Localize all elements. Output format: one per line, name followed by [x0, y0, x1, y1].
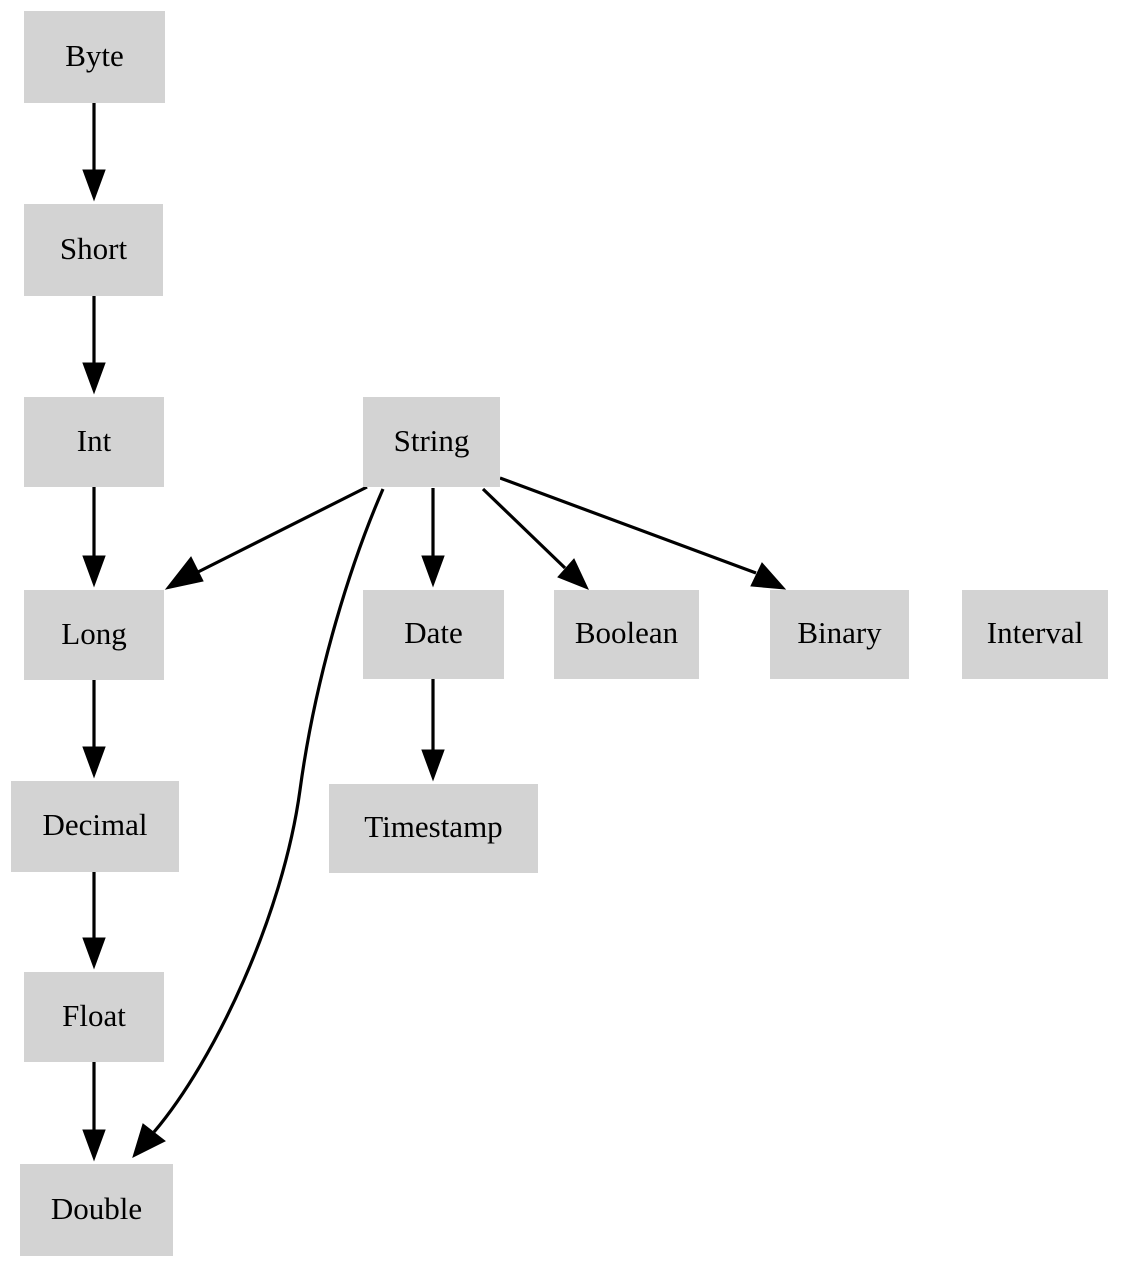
node-box[interactable] — [20, 1164, 173, 1256]
node-label: Int — [77, 423, 112, 458]
edge-int-long — [82, 487, 106, 588]
edge-string-double — [132, 488, 385, 1158]
node-box[interactable] — [363, 590, 504, 679]
arrowhead-icon — [421, 555, 445, 588]
node-binary[interactable]: Binary — [770, 590, 909, 679]
node-interval[interactable]: Interval — [962, 590, 1108, 679]
node-label: Long — [61, 616, 126, 651]
arrowhead-icon — [421, 749, 445, 782]
edge-long-decimal — [82, 680, 106, 779]
node-long[interactable]: Long — [24, 590, 164, 680]
node-short[interactable]: Short — [24, 204, 163, 296]
edge-byte-short — [82, 103, 106, 202]
edge-short-int — [82, 296, 106, 395]
edge-string-binary — [499, 476, 787, 590]
node-byte[interactable]: Byte — [24, 11, 165, 103]
node-label: Double — [51, 1191, 142, 1226]
node-label: Short — [60, 231, 128, 266]
node-box[interactable] — [24, 397, 164, 487]
edge-decimal-float — [82, 872, 106, 970]
node-box[interactable] — [770, 590, 909, 679]
edge-string-long — [164, 485, 368, 590]
edge-line — [481, 487, 567, 570]
node-double[interactable]: Double — [20, 1164, 173, 1256]
node-box[interactable] — [11, 781, 179, 872]
node-label: Decimal — [42, 807, 147, 842]
edge-line — [152, 488, 385, 1134]
node-layer: Byte Short Int Long Decimal Float — [11, 11, 1108, 1256]
edge-line — [195, 485, 368, 575]
node-box[interactable] — [554, 590, 699, 679]
edge-date-timestamp — [421, 679, 445, 782]
node-label: Float — [62, 998, 126, 1033]
node-label: String — [394, 423, 470, 458]
arrowhead-icon — [82, 746, 106, 779]
edge-float-double — [82, 1062, 106, 1162]
node-box[interactable] — [24, 972, 164, 1062]
arrowhead-icon — [164, 556, 204, 590]
node-box[interactable] — [24, 590, 164, 680]
arrowhead-icon — [82, 937, 106, 970]
node-box[interactable] — [24, 11, 165, 103]
node-box[interactable] — [363, 397, 500, 487]
edge-string-boolean — [481, 487, 589, 590]
node-float[interactable]: Float — [24, 972, 164, 1062]
edge-line — [499, 476, 757, 575]
node-boolean[interactable]: Boolean — [554, 590, 699, 679]
node-date[interactable]: Date — [363, 590, 504, 679]
node-string[interactable]: String — [363, 397, 500, 487]
arrowhead-icon — [82, 1129, 106, 1162]
node-label: Interval — [987, 615, 1083, 650]
node-decimal[interactable]: Decimal — [11, 781, 179, 872]
node-timestamp[interactable]: Timestamp — [329, 784, 538, 873]
node-label: Timestamp — [364, 809, 502, 844]
node-label: Date — [404, 615, 463, 650]
arrowhead-icon — [82, 169, 106, 202]
arrowhead-icon — [750, 562, 787, 590]
node-label: Boolean — [575, 615, 679, 650]
edge-string-date — [421, 488, 445, 588]
arrowhead-icon — [132, 1123, 166, 1158]
node-box[interactable] — [962, 590, 1108, 679]
node-box[interactable] — [329, 784, 538, 873]
arrowhead-icon — [82, 555, 106, 588]
node-label: Binary — [797, 615, 882, 650]
node-box[interactable] — [24, 204, 163, 296]
arrowhead-icon — [82, 362, 106, 395]
node-int[interactable]: Int — [24, 397, 164, 487]
node-label: Byte — [65, 38, 124, 73]
arrowhead-icon — [557, 558, 589, 590]
edge-layer — [82, 103, 787, 1162]
